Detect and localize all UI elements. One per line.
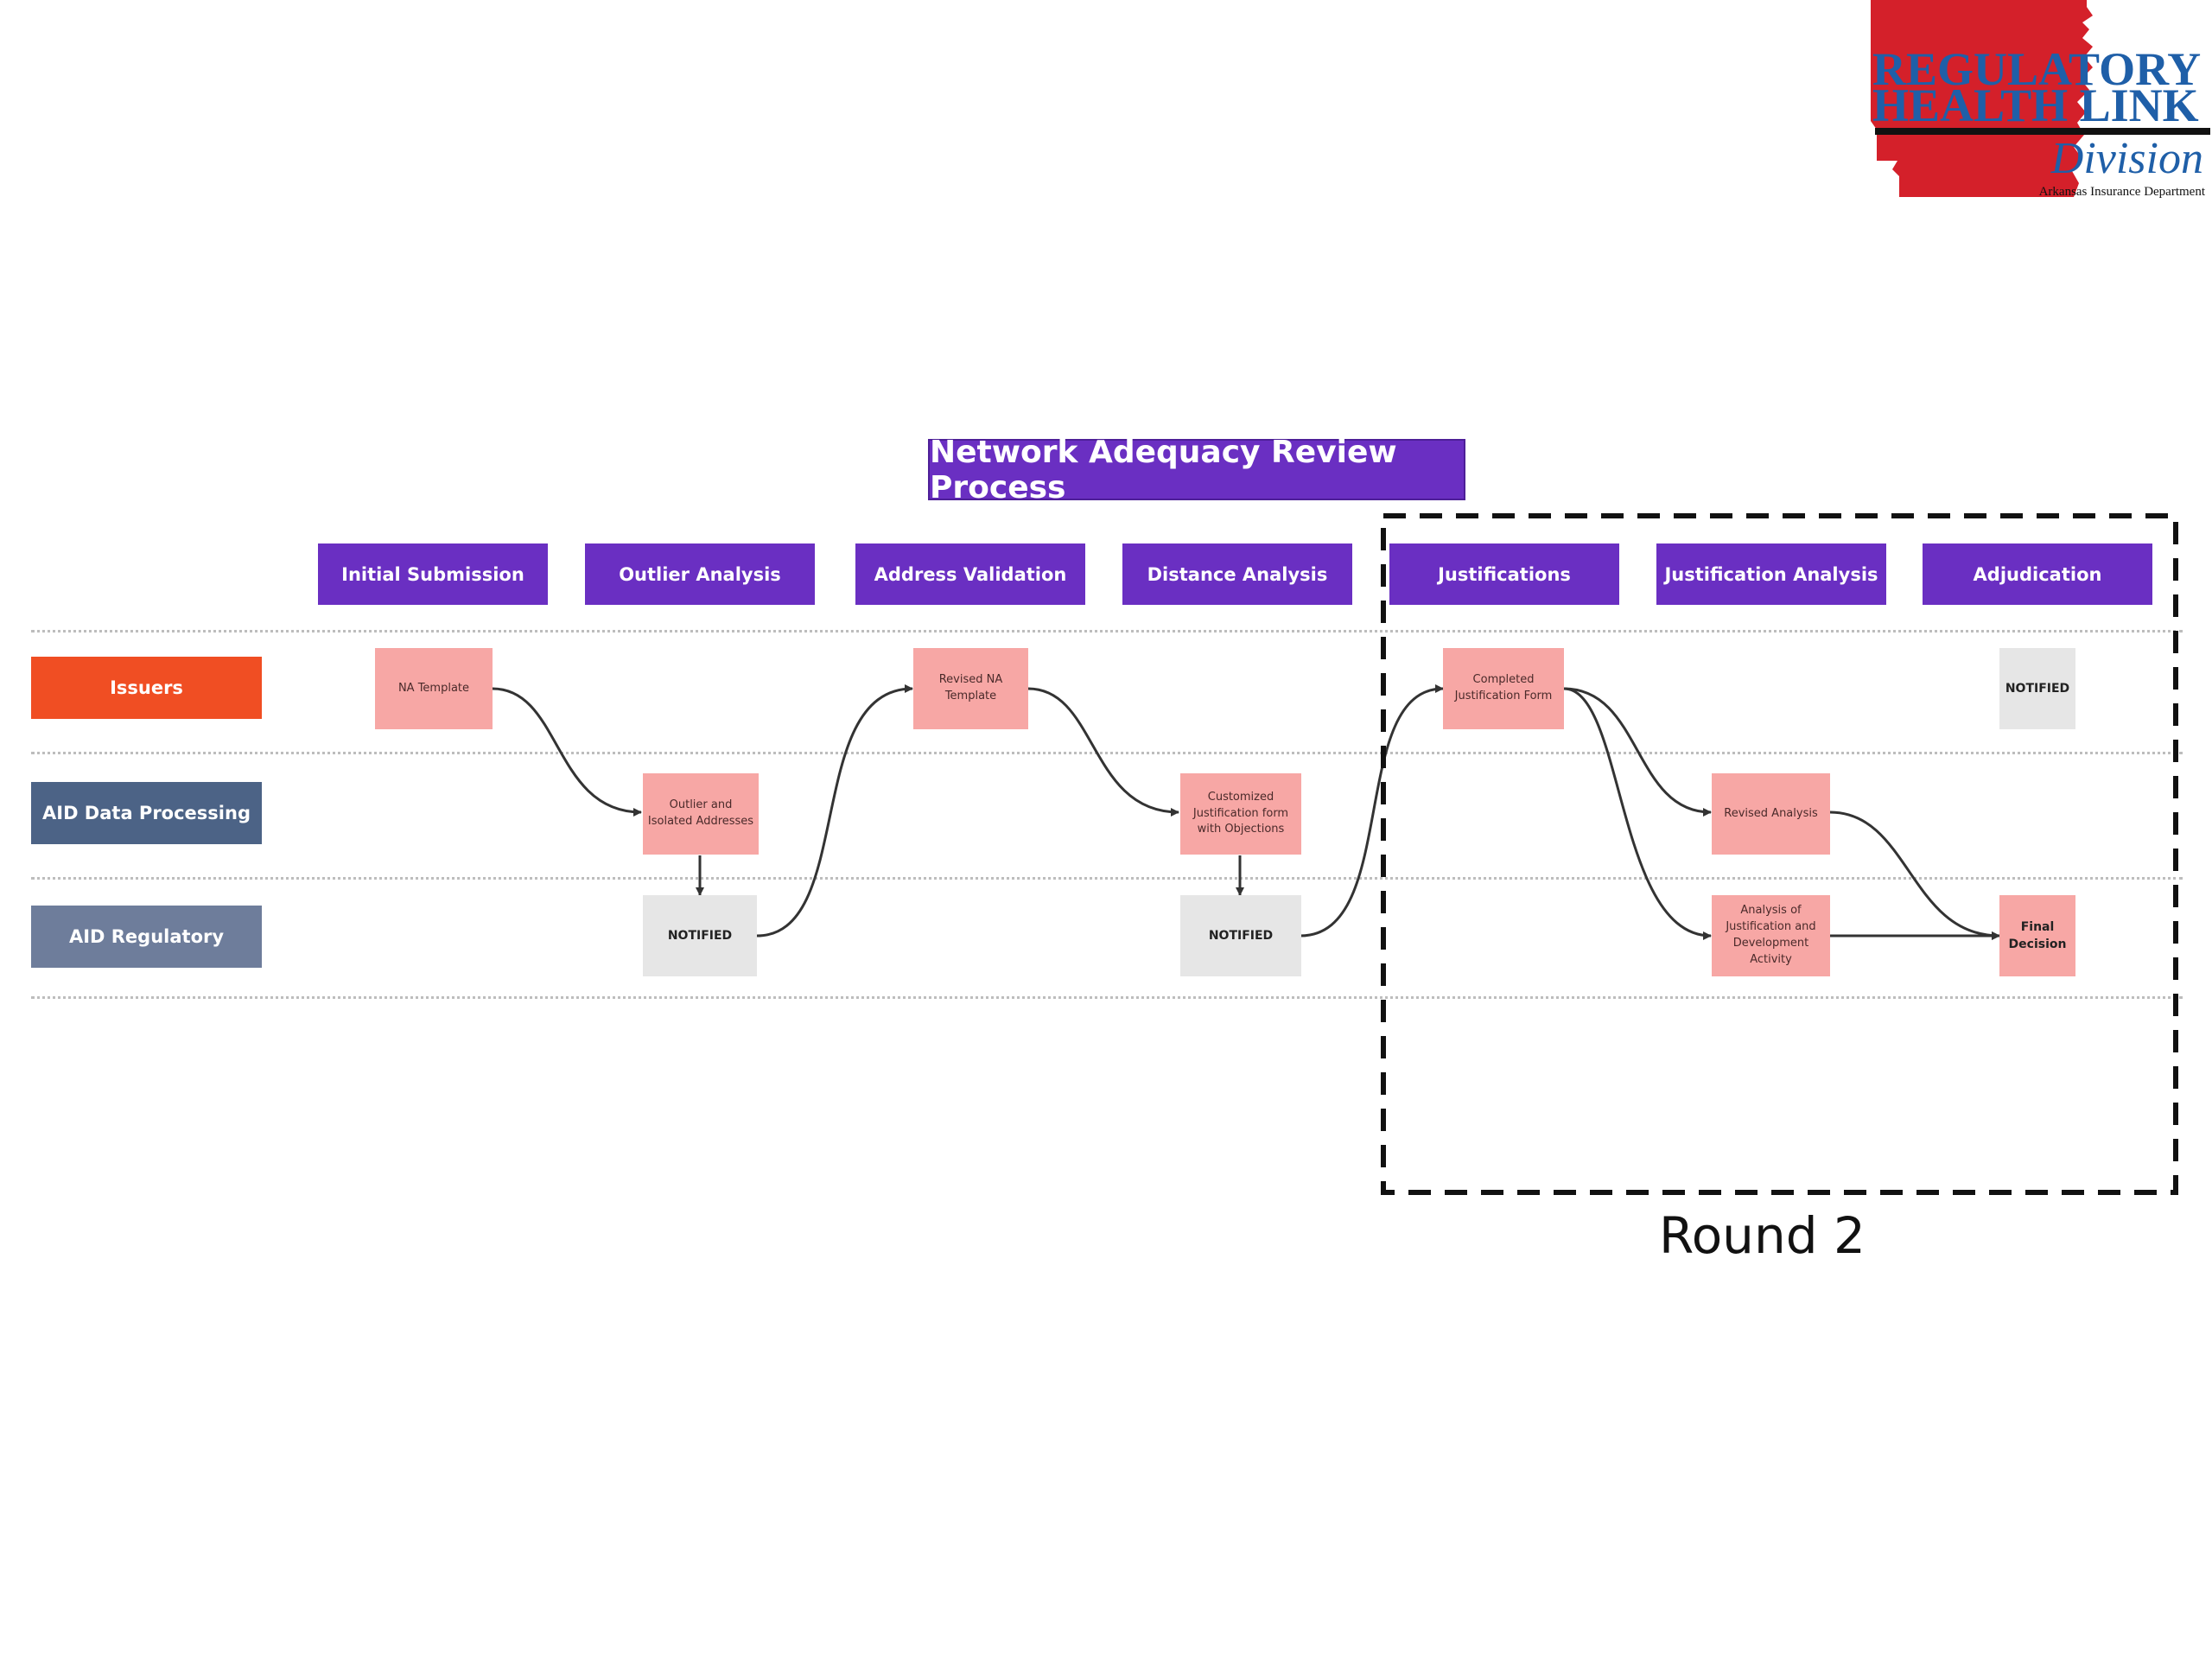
phase-justification-analysis: Justification Analysis <box>1656 543 1886 605</box>
node-revised-na-template: Revised NA Template <box>913 648 1028 729</box>
node-notified-3: NOTIFIED <box>1999 648 2075 729</box>
arrow-notified-to-revised <box>756 684 913 938</box>
round-2-box <box>1381 513 2178 1195</box>
logo-line3: Division <box>2050 134 2203 183</box>
phase-initial-submission: Initial Submission <box>318 543 548 605</box>
logo-line1: REGULATORY <box>1872 43 2201 95</box>
node-completed-justification: Completed Justification Form <box>1443 648 1564 729</box>
phase-justifications: Justifications <box>1389 543 1619 605</box>
lane-label-aid-regulatory: AID Regulatory <box>31 906 262 968</box>
arrow-revised-to-customized <box>1027 687 1179 817</box>
node-customized-justification: Customized Justification form with Objec… <box>1180 773 1301 855</box>
arrow-na-to-outlier <box>492 687 642 817</box>
phase-distance-analysis: Distance Analysis <box>1122 543 1352 605</box>
lane-separator <box>31 996 2183 999</box>
arrow-notified-to-completed <box>1300 684 1444 938</box>
logo-line4: Arkansas Insurance Department <box>2039 185 2206 199</box>
lane-separator <box>31 877 2183 880</box>
lane-label-issuers: Issuers <box>31 657 262 719</box>
lane-label-aid-data-processing: AID Data Processing <box>31 782 262 844</box>
regulatory-health-link-logo: REGULATORY HEALTH LINK Division Arkansas… <box>1866 0 2212 200</box>
node-notified-2: NOTIFIED <box>1180 895 1301 976</box>
phase-outlier-analysis: Outlier Analysis <box>585 543 815 605</box>
phase-adjudication: Adjudication <box>1923 543 2152 605</box>
node-revised-analysis: Revised Analysis <box>1712 773 1830 855</box>
node-notified-1: NOTIFIED <box>643 895 757 976</box>
node-outlier-isolated: Outlier and Isolated Addresses <box>643 773 759 855</box>
node-analysis-justification: Analysis of Justification and Developmen… <box>1712 895 1830 976</box>
lane-separator <box>31 752 2183 754</box>
arrow-revised-analysis-to-final <box>1829 810 2000 940</box>
arrow-completed-to-analysis <box>1563 687 1712 940</box>
round-2-label: Round 2 <box>1659 1206 1866 1265</box>
node-final-decision: Final Decision <box>1999 895 2075 976</box>
lane-separator <box>31 630 2183 632</box>
logo-rule <box>1875 128 2210 135</box>
logo-line2: HEALTH LINK <box>1872 79 2199 131</box>
arkansas-shape-icon <box>1871 0 2093 197</box>
node-na-template: NA Template <box>375 648 493 729</box>
diagram-title: Network Adequacy Review Process <box>928 435 1465 505</box>
arrow-completed-to-revised-analysis <box>1563 687 1712 817</box>
phase-address-validation: Address Validation <box>855 543 1085 605</box>
